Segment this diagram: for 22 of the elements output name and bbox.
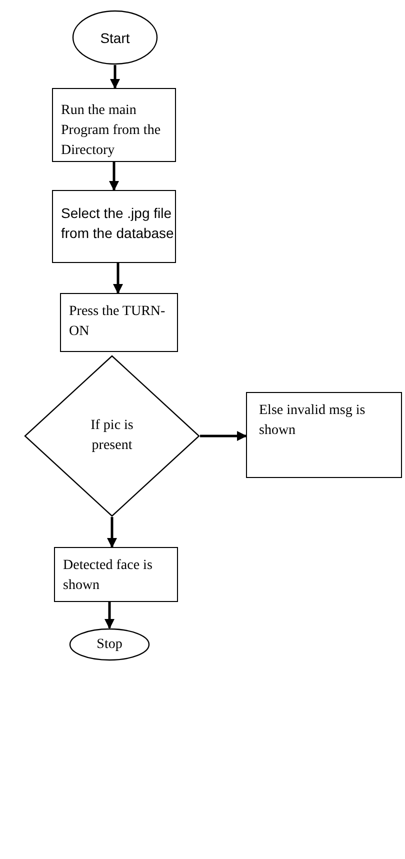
node-label: Detected face is shown (63, 557, 154, 595)
start-terminal (72, 10, 158, 65)
node-label: Else invalid msg is shown (259, 402, 366, 440)
arrow (104, 602, 114, 629)
node-label: Stop (96, 636, 122, 654)
node-label: Start (100, 28, 130, 48)
process-box (52, 88, 176, 162)
node-label: If pic is present (90, 417, 134, 455)
arrow (110, 65, 120, 89)
process-box (52, 190, 176, 263)
node-label: Run the main Program from the Directory (61, 102, 162, 160)
arrow (109, 162, 119, 191)
arrow (107, 517, 117, 548)
process-box (60, 293, 178, 352)
node-label: Select the .jpg file from the database (61, 204, 175, 243)
decision-diamond (24, 355, 200, 517)
process-box (54, 547, 178, 602)
arrow (113, 263, 123, 294)
node-label: Press the TURN-ON (69, 303, 166, 341)
process-box (246, 392, 402, 478)
stop-terminal (69, 628, 150, 661)
arrow (200, 431, 247, 441)
